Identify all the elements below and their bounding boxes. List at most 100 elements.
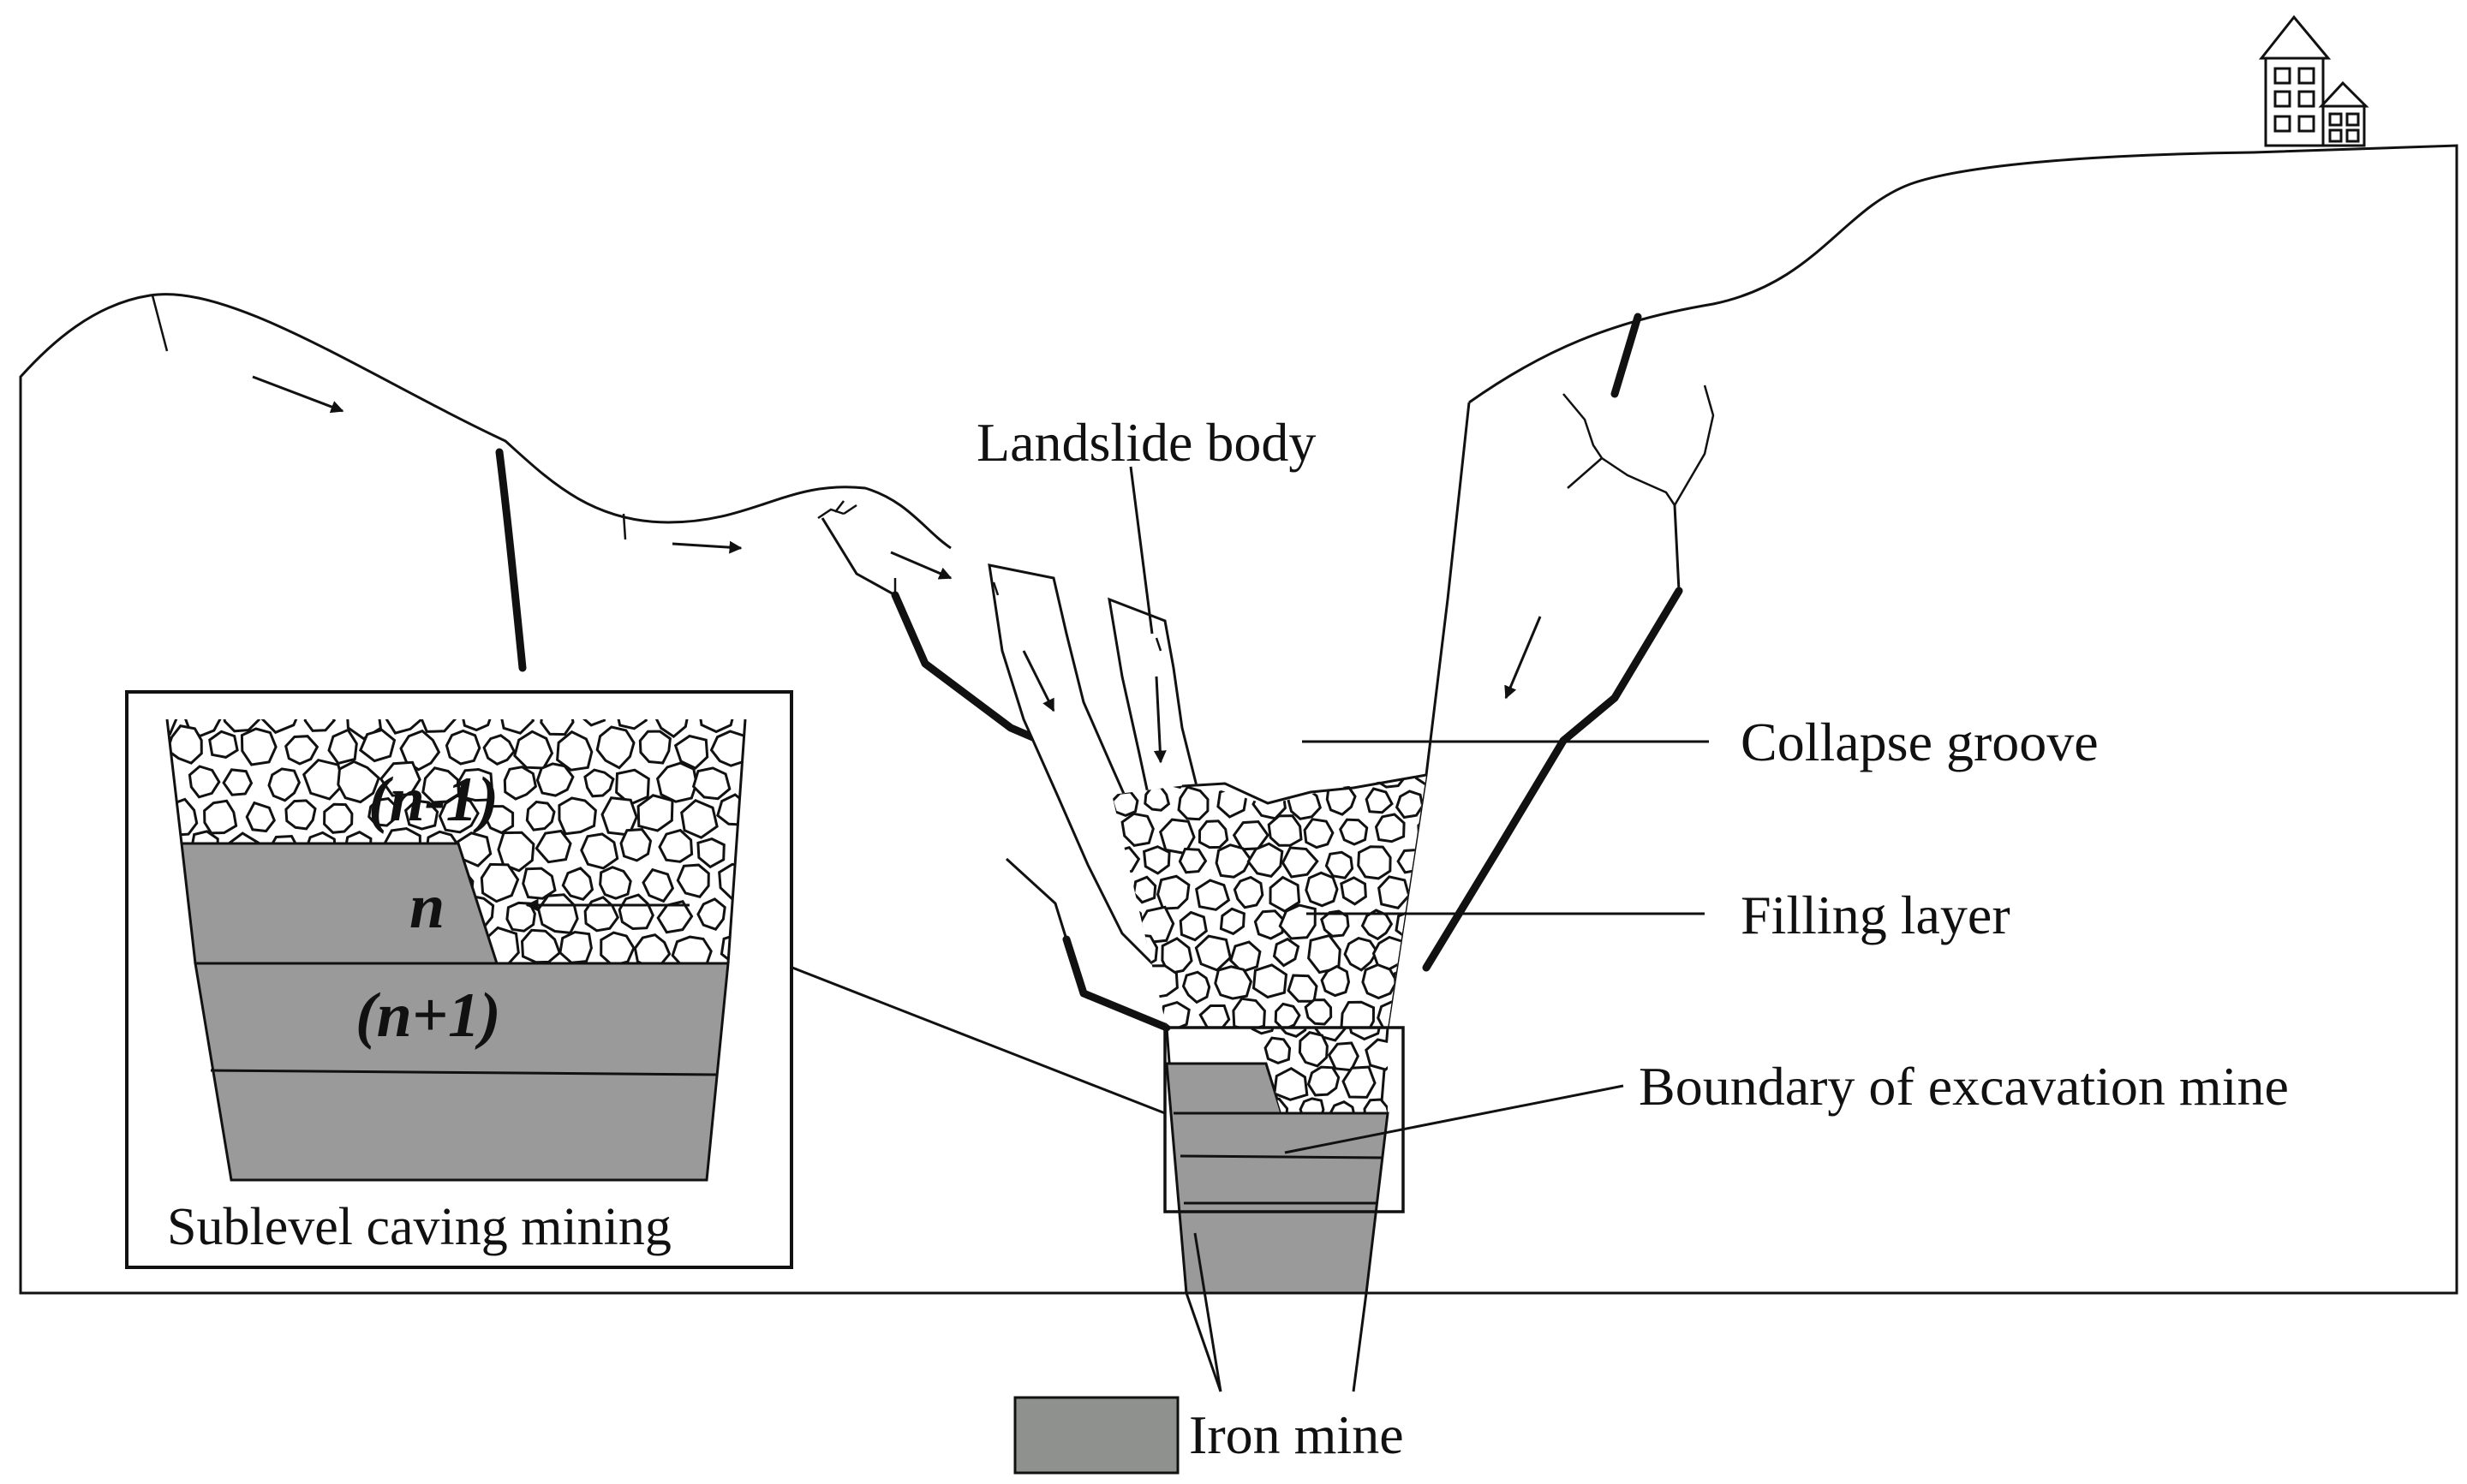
- inset-ore-layer-n: [180, 842, 499, 965]
- right-fracture: [1422, 587, 1683, 972]
- rock-fragment: [559, 930, 593, 963]
- rock-fragment: [221, 719, 260, 733]
- rock-fragment: [1112, 1004, 1115, 1028]
- lower-slide-surface-thick: [1062, 935, 1171, 1032]
- rock-fragment: [1278, 903, 1317, 940]
- rock-fragment: [1267, 814, 1303, 847]
- rock-fragment: [583, 768, 615, 798]
- rock-fragment: [655, 761, 698, 803]
- rock-fragment: [619, 828, 653, 862]
- rock-fragment: [618, 893, 654, 931]
- rock-fragment: [1132, 875, 1157, 904]
- rock-fragment: [1179, 910, 1208, 942]
- rock-fragment: [1299, 1097, 1325, 1113]
- rock-fragment: [1347, 1028, 1383, 1041]
- rock-fragment: [599, 866, 632, 900]
- rock-fragment: [1327, 1041, 1359, 1072]
- rock-fragment: [188, 765, 221, 799]
- rock-fragment: [240, 727, 278, 766]
- rock-fragment: [1233, 875, 1264, 909]
- slope-fracture: [495, 448, 527, 672]
- rock-fragment: [1417, 877, 1426, 908]
- rock-fragment: [1339, 818, 1369, 846]
- rock-fragment: [1156, 874, 1191, 910]
- ground-profile-right: [1366, 144, 2458, 1295]
- rock-fragment: [497, 831, 535, 873]
- rock-fragment: [1304, 998, 1333, 1026]
- rock-fragment: [1298, 775, 1339, 789]
- rock-fragment: [399, 729, 441, 772]
- rock-fragment: [1214, 965, 1253, 1000]
- inset-layer-lower: (n+1): [355, 980, 501, 1051]
- inset-sublevel-line: [210, 1069, 718, 1076]
- rock-fragment: [1120, 812, 1155, 848]
- inset-right-wall-top: [726, 718, 747, 964]
- rock-fragment: [1361, 963, 1399, 1000]
- legend-iron-swatch: [1013, 1396, 1180, 1475]
- rock-fragment: [1395, 790, 1425, 819]
- rock-fragment: [403, 799, 439, 831]
- rock-fragment: [1198, 819, 1229, 849]
- rock-fragment: [1415, 998, 1426, 1028]
- rock-fragment: [1320, 909, 1350, 938]
- rock-fragment: [600, 931, 636, 963]
- inset-layer-current: n: [409, 872, 445, 942]
- rock-fragment: [1232, 997, 1266, 1028]
- rock-fragment: [642, 867, 675, 903]
- rock-fragment: [1112, 790, 1139, 818]
- rock-fragment: [461, 719, 493, 732]
- leader-inset: [791, 966, 1166, 1115]
- rock-fragment: [697, 719, 737, 734]
- inset-title: Sublevel caving mining: [167, 1198, 672, 1256]
- inset-layer-upper: (n-1): [368, 765, 499, 835]
- rock-fragment: [379, 760, 421, 797]
- rock-fragment: [595, 725, 636, 770]
- label-filling-layer: Filling layer: [1741, 885, 2010, 945]
- rock-fragment: [1181, 970, 1211, 1004]
- rock-fragment: [556, 730, 594, 772]
- slope-crack: [817, 500, 857, 520]
- rock-fragment: [1365, 787, 1394, 814]
- rock-fragment: [1251, 963, 1288, 999]
- rock-fragment: [1269, 775, 1301, 790]
- pit-right-wall: [1352, 1292, 1368, 1392]
- rock-fragment: [522, 867, 557, 900]
- rock-fragment: [284, 735, 320, 766]
- rock-fragment: [182, 719, 223, 738]
- rock-fragment: [580, 832, 619, 870]
- rock-fragment: [1253, 909, 1285, 940]
- rock-fragment: [561, 867, 594, 902]
- building-icon: [2258, 15, 2369, 147]
- rock-fragment: [1340, 1000, 1376, 1028]
- legend-iron-label: Iron mine: [1189, 1404, 1404, 1465]
- rock-fragment: [1178, 847, 1208, 874]
- ground-profile: [19, 293, 1186, 1295]
- rock-fragment: [535, 762, 575, 797]
- rock-fragment: [445, 729, 481, 766]
- rock-fragment: [671, 935, 713, 963]
- rock-fragment: [540, 719, 575, 736]
- rock-fragment: [696, 897, 726, 931]
- rock-fragment: [1274, 1002, 1301, 1028]
- rock-fragment: [558, 796, 597, 836]
- slide-arrow: [252, 375, 344, 414]
- rock-fragment: [1219, 907, 1245, 936]
- slab-crack: [1155, 637, 1162, 652]
- rock-fragment: [1303, 818, 1335, 849]
- rock-fragment: [1287, 974, 1318, 1003]
- slide-arrow: [1504, 616, 1542, 700]
- rock-fragment: [1177, 785, 1210, 821]
- rock-fragment: [680, 799, 719, 839]
- label-boundary: Boundary of excavation mine: [1639, 1056, 2289, 1117]
- rock-fragment: [438, 794, 480, 834]
- rock-fragment: [385, 719, 424, 735]
- rock-fragment: [1246, 842, 1284, 879]
- rock-fragment: [1232, 775, 1262, 788]
- rock-fragment: [1341, 1065, 1377, 1099]
- rock-fragment: [658, 828, 694, 863]
- rock-fragment: [499, 719, 535, 735]
- rock-fragment: [418, 719, 457, 733]
- rock-fragment: [709, 730, 745, 767]
- right-crack: [1562, 384, 1715, 506]
- rock-fragment: [1195, 879, 1231, 911]
